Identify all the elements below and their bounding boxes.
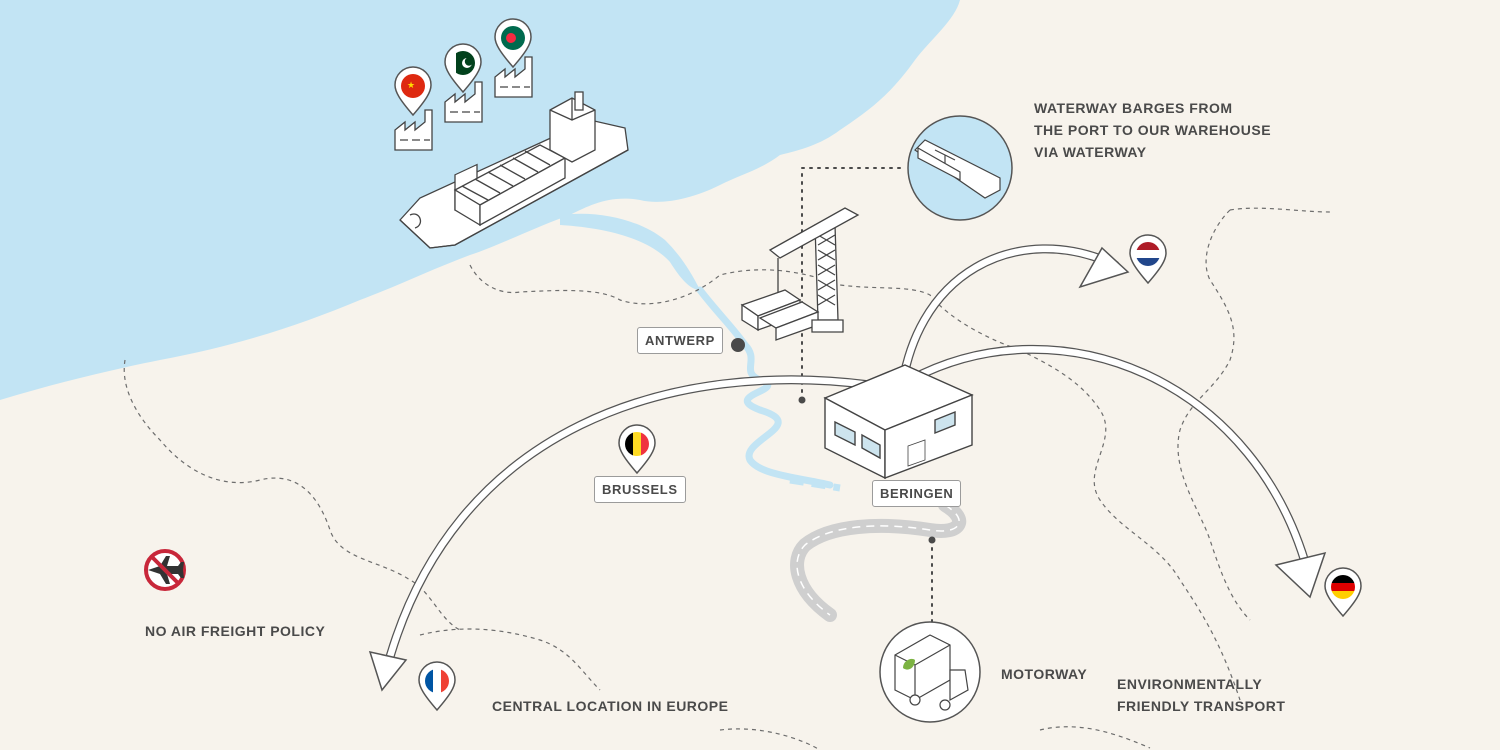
barge-icon <box>907 115 1013 221</box>
coastline-detail <box>805 65 860 97</box>
container-ship-icon <box>399 91 629 249</box>
no-air-freight-caption: NO AIR FREIGHT POLICY <box>145 623 326 639</box>
arrowhead-germany <box>1274 551 1327 599</box>
antwerp-label: ANTWERP <box>637 327 723 354</box>
antwerp-marker <box>731 338 745 352</box>
estuary <box>560 213 700 290</box>
belgium-flag-pin-icon <box>618 424 656 475</box>
warehouse-icon <box>823 364 974 480</box>
beringen-label: BERINGEN <box>872 480 962 507</box>
waterway-caption-line3: VIA WATERWAY <box>1034 144 1147 160</box>
france-flag-pin-icon <box>418 661 456 712</box>
brussels-label: BRUSSELS <box>594 476 686 503</box>
crane-icon <box>740 207 860 341</box>
environment-caption: ENVIRONMENTALLY FRIENDLY TRANSPORT <box>1117 673 1285 717</box>
central-location-caption: CENTRAL LOCATION IN EUROPE <box>492 698 729 714</box>
waterway-caption: WATERWAY BARGES FROM THE PORT TO OUR WAR… <box>1034 97 1271 163</box>
river-dashes <box>789 476 841 492</box>
country-borders <box>123 207 1331 750</box>
netherlands-flag-pin-icon <box>1129 234 1167 285</box>
arrowhead-france <box>368 650 408 692</box>
germany-flag-pin-icon <box>1324 567 1362 618</box>
china-flag-pin-icon: ★ <box>394 66 432 117</box>
arrowhead-netherlands <box>1078 246 1130 289</box>
pakistan-flag-pin-icon <box>444 43 482 94</box>
leader-dot <box>798 396 806 404</box>
no-airplane-icon <box>144 549 186 591</box>
leader-lines <box>801 167 933 626</box>
leader-dot <box>928 536 936 544</box>
waterway-caption-line2: THE PORT TO OUR WAREHOUSE <box>1034 122 1272 138</box>
truck-icon <box>879 621 981 723</box>
factory-icon <box>394 56 533 151</box>
road <box>790 498 966 622</box>
environment-caption-line1: ENVIRONMENTALLY <box>1117 676 1263 692</box>
bangladesh-flag-pin-icon <box>494 18 532 69</box>
svg-text:★: ★ <box>407 81 415 91</box>
motorway-caption: MOTORWAY <box>1001 666 1088 682</box>
waterway-caption-line1: WATERWAY BARGES FROM <box>1034 100 1233 116</box>
environment-caption-line2: FRIENDLY TRANSPORT <box>1117 698 1286 714</box>
